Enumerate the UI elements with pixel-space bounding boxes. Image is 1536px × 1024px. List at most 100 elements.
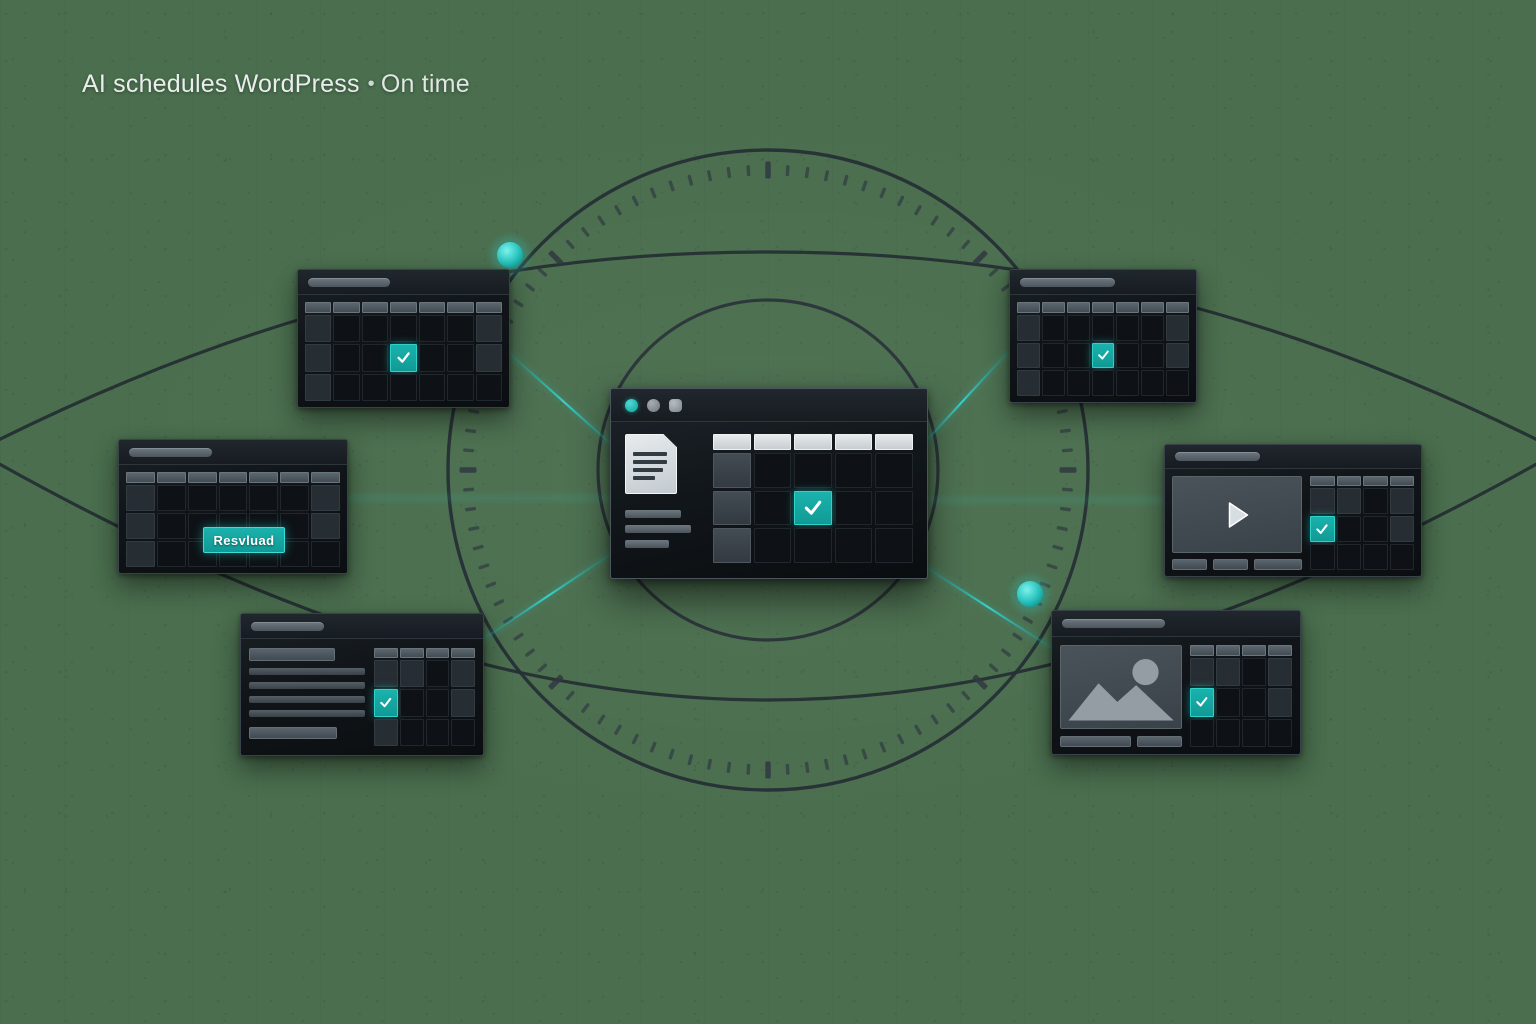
calendar-cell[interactable] — [374, 660, 398, 688]
calendar-cell[interactable] — [1066, 370, 1090, 396]
calendar-cell[interactable] — [361, 344, 389, 372]
calendar-cell[interactable] — [1363, 544, 1388, 570]
schedule-calendar-grid[interactable] — [1190, 645, 1292, 747]
calendar-cell[interactable] — [1190, 718, 1215, 747]
calendar-cell[interactable] — [713, 490, 751, 526]
calendar-cell[interactable] — [418, 373, 446, 401]
calendar-cell[interactable] — [834, 490, 873, 526]
calendar-cell[interactable] — [311, 485, 340, 511]
calendar-cell[interactable] — [1190, 658, 1215, 687]
calendar-cell[interactable] — [280, 541, 310, 567]
calendar-cell[interactable] — [713, 453, 751, 488]
calendar-cell[interactable] — [156, 513, 186, 539]
calendar-cell[interactable] — [475, 315, 502, 343]
calendar-cell[interactable] — [1389, 516, 1414, 542]
calendar-cell[interactable] — [451, 718, 475, 746]
action-bar[interactable] — [1060, 736, 1132, 747]
calendar-cell[interactable] — [875, 490, 913, 526]
calendar-cell[interactable] — [399, 689, 424, 717]
calendar-cell[interactable] — [361, 315, 389, 343]
calendar-cell[interactable] — [451, 689, 475, 717]
calendar-cell[interactable] — [1041, 315, 1065, 341]
calendar-cell[interactable] — [1268, 658, 1292, 687]
calendar-cell[interactable] — [187, 485, 217, 511]
calendar-cell[interactable] — [418, 344, 446, 372]
calendar-cell[interactable] — [1141, 370, 1165, 396]
calendar-cell[interactable] — [1389, 488, 1414, 514]
calendar-cell[interactable] — [311, 541, 340, 567]
calendar-cell[interactable] — [1116, 315, 1140, 341]
schedule-window-top-right[interactable] — [1009, 269, 1197, 403]
calendar-cell[interactable] — [126, 513, 155, 539]
calendar-cell[interactable] — [390, 373, 417, 401]
calendar-cell[interactable] — [1066, 315, 1090, 341]
calendar-cell[interactable] — [1141, 342, 1165, 369]
calendar-cell[interactable] — [875, 453, 913, 488]
calendar-cell[interactable] — [1242, 688, 1267, 717]
calendar-cell-scheduled[interactable] — [390, 344, 417, 372]
post-scheduler-window[interactable] — [610, 388, 928, 579]
calendar-cell[interactable] — [1041, 370, 1065, 396]
calendar-cell-scheduled[interactable] — [1190, 688, 1215, 717]
close-dot-icon[interactable] — [625, 398, 638, 412]
action-bar[interactable] — [1253, 559, 1302, 570]
calendar-cell[interactable] — [1363, 516, 1388, 542]
schedule-calendar-grid[interactable] — [713, 434, 913, 563]
calendar-cell[interactable] — [1242, 658, 1267, 687]
calendar-cell[interactable] — [280, 485, 310, 511]
calendar-cell[interactable] — [451, 660, 475, 688]
calendar-cell[interactable] — [794, 453, 832, 488]
action-bar[interactable] — [1137, 736, 1183, 747]
schedule-window-left[interactable]: Resvluad — [118, 439, 348, 574]
schedule-calendar-grid[interactable] — [305, 302, 502, 401]
calendar-cell-scheduled[interactable] — [374, 689, 398, 717]
calendar-cell[interactable] — [1166, 342, 1189, 369]
calendar-cell[interactable] — [249, 485, 279, 511]
calendar-cell[interactable] — [305, 315, 332, 343]
calendar-cell[interactable] — [425, 689, 450, 717]
schedule-calendar-grid[interactable] — [1310, 476, 1414, 570]
calendar-cell[interactable] — [390, 315, 417, 343]
calendar-cell[interactable] — [1336, 516, 1361, 542]
calendar-cell[interactable] — [1216, 688, 1241, 717]
maximize-dot-icon[interactable] — [669, 398, 682, 412]
calendar-cell[interactable] — [1310, 544, 1335, 570]
calendar-cell[interactable] — [1091, 315, 1115, 341]
calendar-cell[interactable] — [311, 513, 340, 539]
calendar-cell[interactable] — [834, 453, 873, 488]
calendar-cell-scheduled[interactable] — [1091, 342, 1115, 369]
calendar-cell[interactable] — [1041, 342, 1065, 369]
calendar-cell[interactable] — [1116, 342, 1140, 369]
status-badge[interactable]: Resvluad — [203, 527, 285, 553]
calendar-cell[interactable] — [834, 528, 873, 563]
calendar-cell[interactable] — [447, 373, 474, 401]
calendar-cell[interactable] — [753, 490, 792, 526]
calendar-cell[interactable] — [875, 528, 913, 563]
calendar-cell[interactable] — [126, 541, 155, 567]
schedule-window-top-left[interactable] — [297, 269, 510, 408]
calendar-cell[interactable] — [305, 344, 332, 372]
calendar-cell[interactable] — [794, 528, 832, 563]
calendar-cell[interactable] — [1166, 315, 1189, 341]
minimize-dot-icon[interactable] — [647, 398, 660, 412]
calendar-cell[interactable] — [218, 485, 248, 511]
media-window-video[interactable] — [1164, 444, 1422, 577]
calendar-cell-scheduled[interactable] — [1310, 516, 1335, 542]
calendar-cell[interactable] — [1166, 370, 1189, 396]
calendar-cell[interactable] — [447, 344, 474, 372]
action-bar[interactable] — [1172, 559, 1207, 570]
calendar-cell[interactable] — [1336, 544, 1361, 570]
calendar-cell[interactable] — [1066, 342, 1090, 369]
calendar-cell[interactable] — [1268, 688, 1292, 717]
schedule-calendar-grid[interactable] — [374, 648, 475, 746]
calendar-cell[interactable] — [1389, 544, 1414, 570]
calendar-cell[interactable] — [425, 660, 450, 688]
calendar-cell[interactable] — [447, 315, 474, 343]
calendar-cell[interactable] — [399, 718, 424, 746]
calendar-cell[interactable] — [753, 453, 792, 488]
article-window-bottom-left[interactable] — [240, 613, 484, 756]
action-bar[interactable] — [1212, 559, 1248, 570]
calendar-cell[interactable] — [475, 344, 502, 372]
calendar-cell[interactable] — [333, 373, 360, 401]
calendar-cell[interactable] — [1116, 370, 1140, 396]
